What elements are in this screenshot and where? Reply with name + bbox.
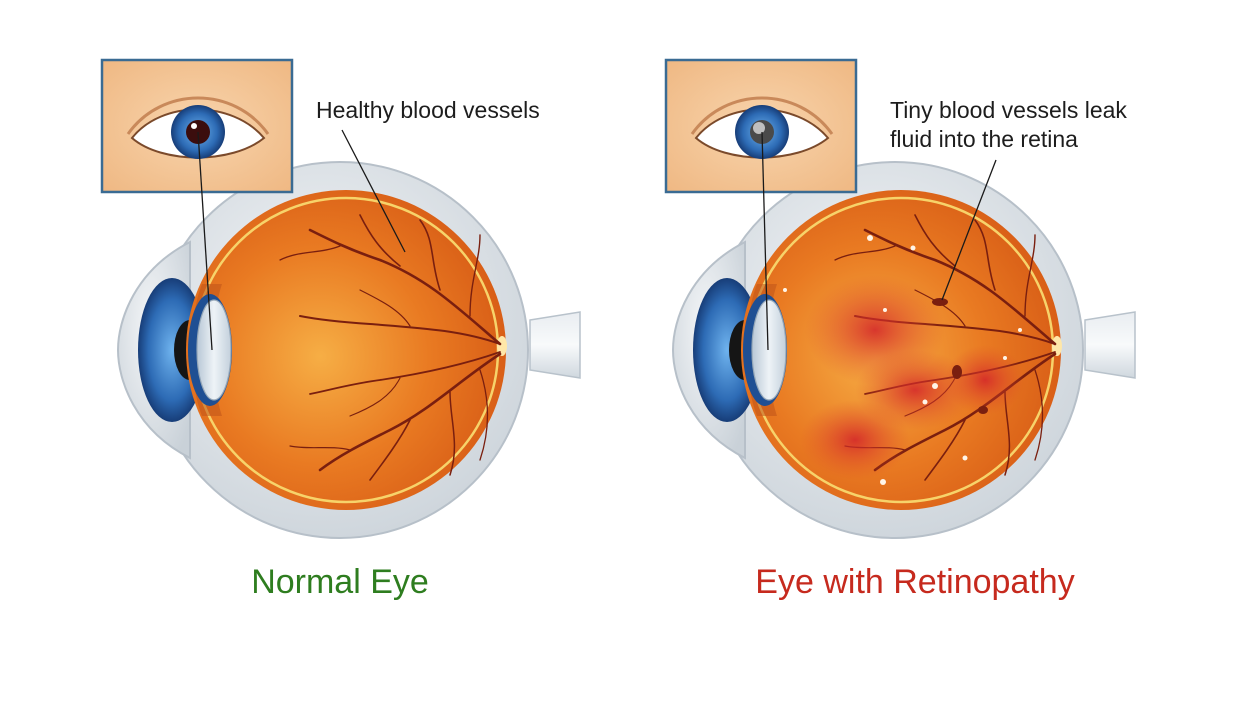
healthy-vessels-callout: Healthy blood vessels [316,96,540,125]
retinopathy-eye-cross-section [673,162,1135,538]
retinopathy-eye-caption: Eye with Retinopathy [755,562,1074,602]
normal-eye-cross-section [118,162,580,538]
leaking-vessels-callout: Tiny blood vessels leak fluid into the r… [890,96,1127,154]
normal-eye-front-view [102,60,292,192]
retinopathy-eye-front-view [666,60,856,192]
callout-line: Healthy blood vessels [316,96,540,125]
normal-eye-caption: Normal Eye [251,562,429,602]
callout-line: Tiny blood vessels leak [890,96,1127,125]
callout-line: fluid into the retina [890,125,1127,154]
